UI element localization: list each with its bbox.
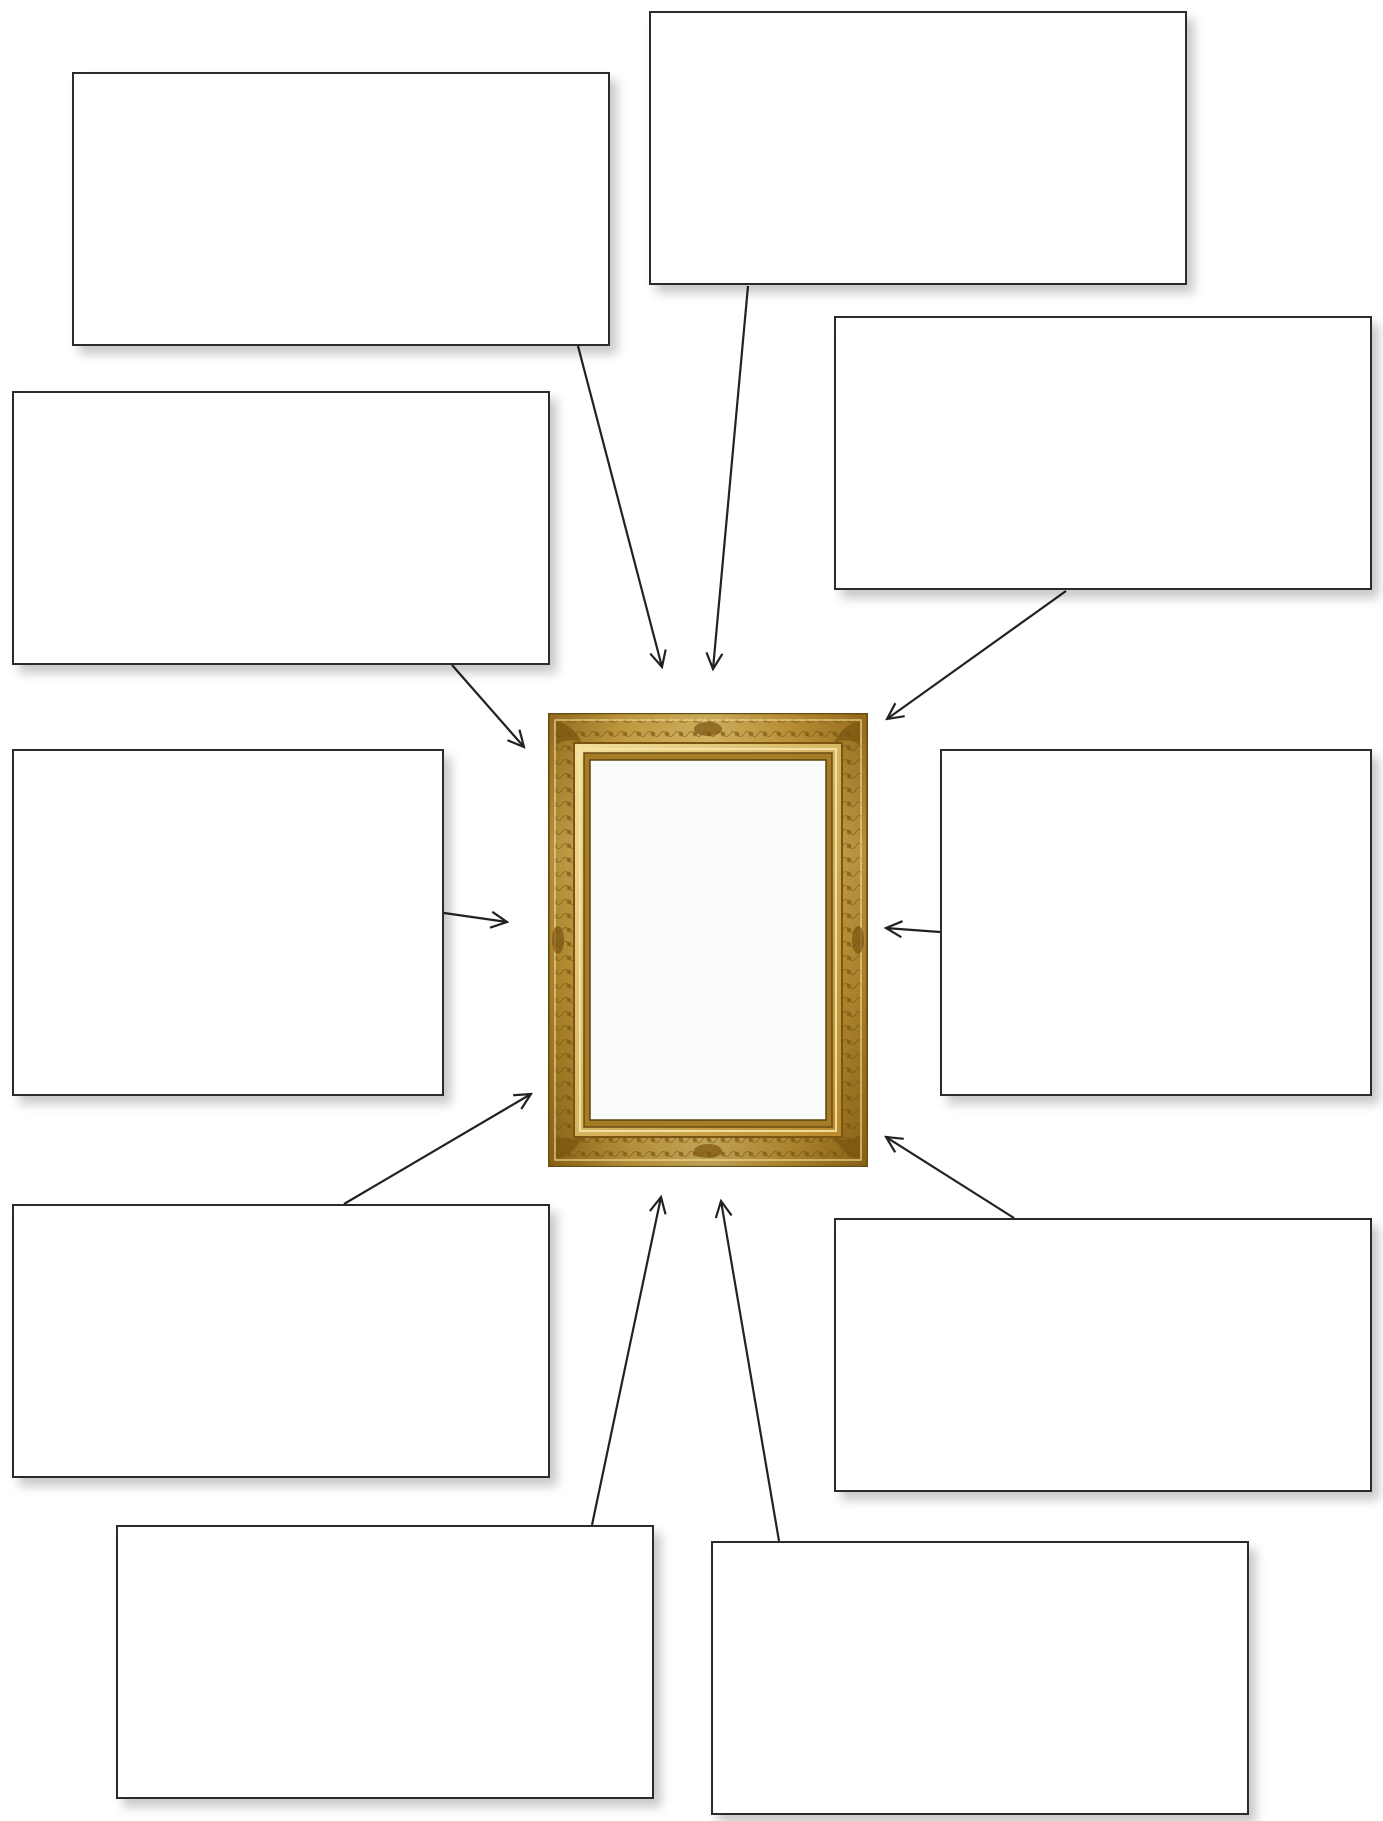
label-box-4[interactable] [12, 391, 550, 665]
arrow-box-4 [452, 665, 524, 747]
label-box-7[interactable] [12, 1204, 550, 1478]
arrow-box-6 [886, 928, 940, 932]
label-box-6[interactable] [940, 749, 1372, 1096]
label-box-3[interactable] [834, 316, 1372, 590]
arrow-box-3 [887, 591, 1066, 719]
arrow-box-2 [713, 286, 748, 669]
arrow-box-1 [578, 346, 662, 667]
label-box-9[interactable] [116, 1525, 654, 1799]
arrow-box-5 [444, 913, 507, 922]
label-box-8[interactable] [834, 1218, 1372, 1492]
picture-frame-icon [548, 713, 868, 1167]
label-box-10[interactable] [711, 1541, 1249, 1815]
arrow-box-10 [721, 1201, 779, 1541]
label-box-1[interactable] [72, 72, 610, 346]
arrow-box-9 [592, 1197, 661, 1525]
arrow-box-7 [344, 1094, 531, 1204]
arrow-box-8 [886, 1137, 1014, 1218]
label-box-5[interactable] [12, 749, 444, 1096]
label-box-2[interactable] [649, 11, 1187, 285]
